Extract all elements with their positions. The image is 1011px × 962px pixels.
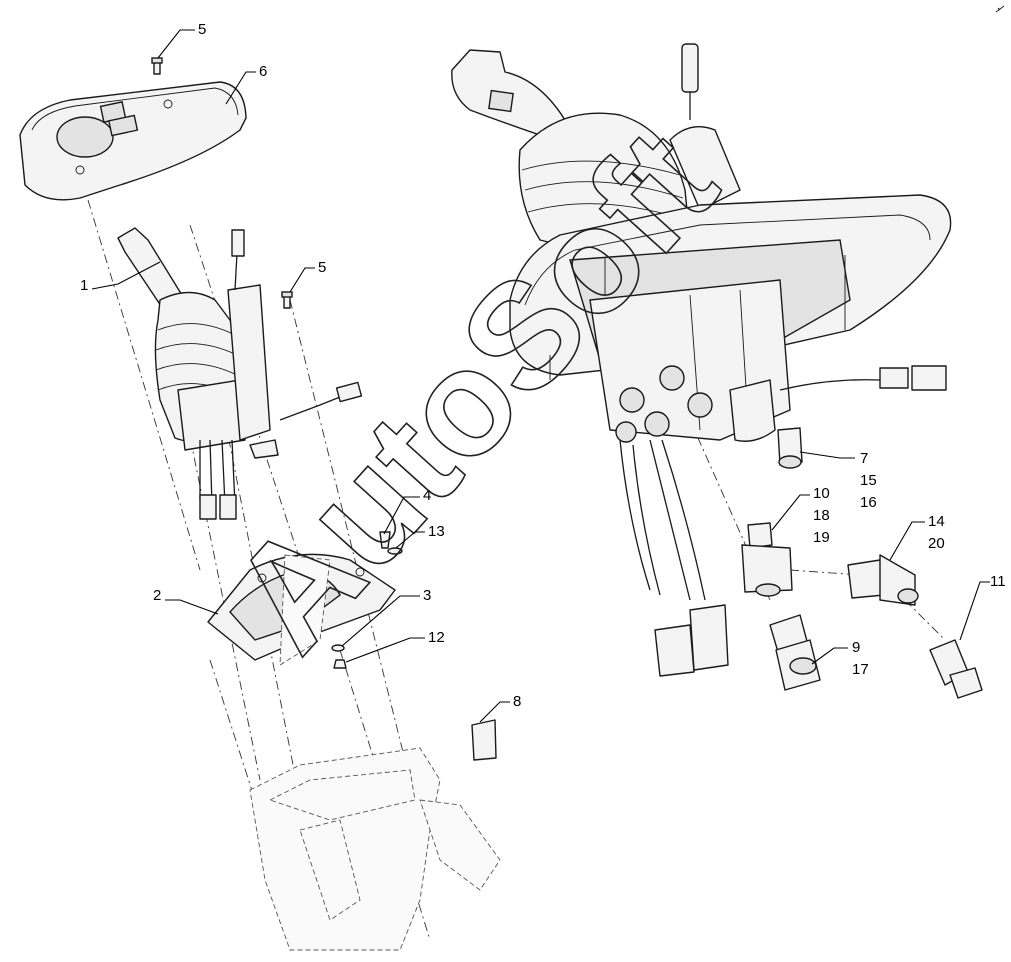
callout-4: 4 [423,487,431,504]
callout-6: 6 [259,63,267,80]
label-sticker [471,719,497,761]
fitting-14 [847,554,919,606]
console-housing [249,747,501,951]
callout-5-top: 5 [198,21,206,38]
cover-part [19,81,247,201]
mounting-plate [207,553,396,666]
callout-11: 11 [990,573,1006,590]
fitting-11 [929,639,983,699]
small-hardware [331,531,403,669]
callout-5-mid: 5 [318,259,326,276]
callout-3: 3 [423,587,431,604]
screw-mid [281,291,293,309]
callout-12: 12 [428,629,445,646]
callout-2: 2 [153,587,161,604]
corner-mark [995,5,1005,13]
callout-8: 8 [513,693,521,710]
fitting-7 [777,427,803,469]
joystick-assembly-small [117,227,363,520]
fitting-9 [769,614,821,691]
callout-14-20: 14 20 [928,513,949,552]
fitting-10 [741,522,793,597]
leader-lines [91,29,990,723]
callout-labels: 1 2 3 4 5 5 6 7 15 16 8 9 17 10 18 19 11… [80,21,1006,710]
callout-1: 1 [80,277,88,294]
screw-top [151,57,163,75]
callout-10-18-19: 10 18 19 [813,485,834,546]
callout-13: 13 [428,523,445,540]
callout-7-15-16: 7 15 16 [860,450,881,511]
callout-9-17: 9 17 [852,639,869,678]
joystick-assembly-large [451,43,952,677]
